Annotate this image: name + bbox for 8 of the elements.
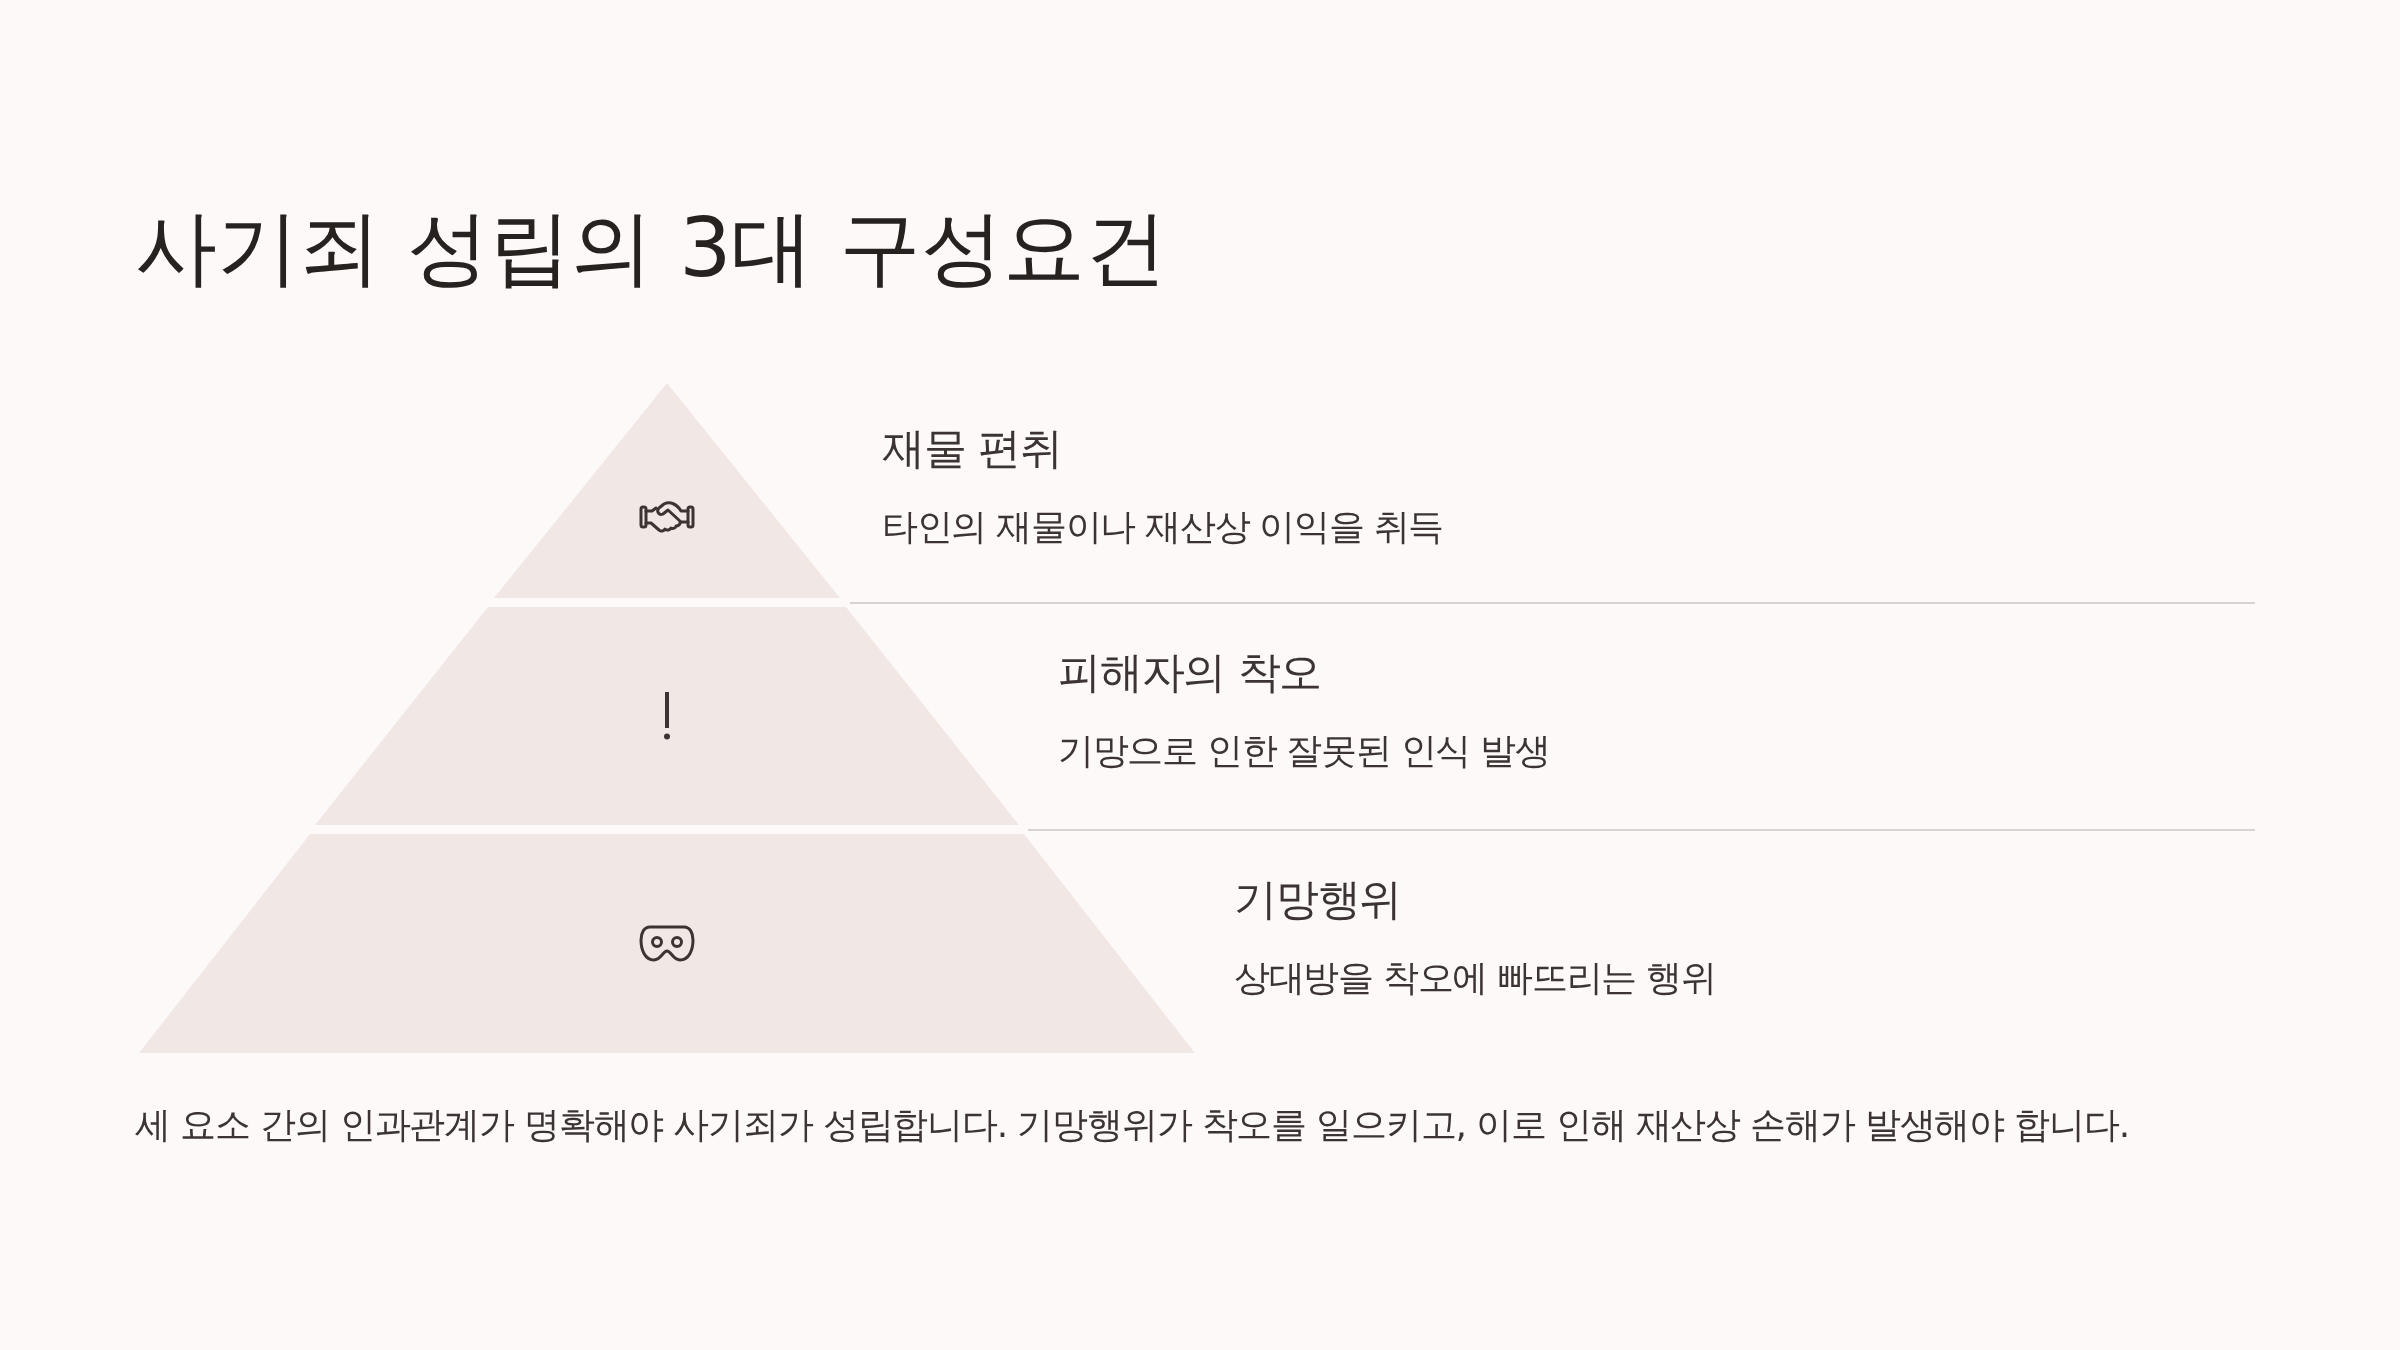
tier-heading: 재물 편취 — [882, 422, 1062, 474]
tier-description: 기망으로 인한 잘못된 인식 발생 — [1058, 729, 1550, 773]
tier-heading: 피해자의 착오 — [1058, 646, 1322, 698]
page-title: 사기죄 성립의 3대 구성요건 — [135, 199, 1168, 297]
tier-heading: 기망행위 — [1234, 873, 1402, 925]
tier-description: 상대방을 착오에 빠뜨리는 행위 — [1234, 956, 1716, 1000]
tier-description: 타인의 재물이나 재산상 이익을 취득 — [882, 505, 1444, 549]
caption-text: 세 요소 간의 인과관계가 명확해야 사기죄가 성립합니다. 기망행위가 착오를 일으키고, 이로 인해 재산상 손해가 발생해야 합니다. — [135, 1103, 2129, 1147]
